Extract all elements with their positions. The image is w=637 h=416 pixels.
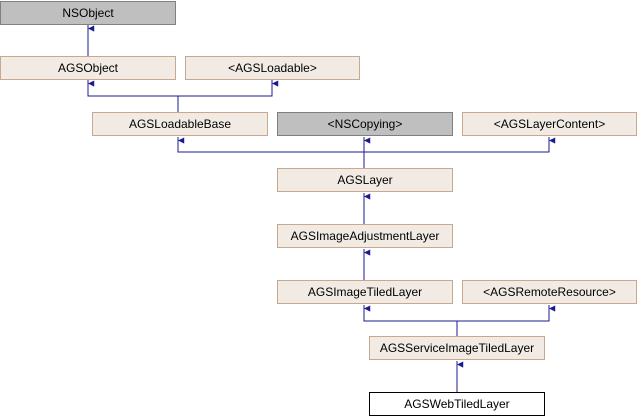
node-agsloadablebase[interactable]: AGSLoadableBase [92,112,268,136]
node-agsserviceimagetiledlayer[interactable]: AGSServiceImageTiledLayer [369,336,545,360]
node-agsimagetiledlayer[interactable]: AGSImageTiledLayer [277,280,453,304]
node-nsobject[interactable]: NSObject [0,1,176,25]
node-agslayercontent[interactable]: <AGSLayerContent> [462,112,637,136]
node-agsremoteresource[interactable]: <AGSRemoteResource> [462,280,637,304]
edge-agslayer-loadablebase [177,137,365,168]
edge-loadablebase-fork [87,80,179,113]
node-agswebtiledlayer[interactable]: AGSWebTiledLayer [369,392,545,416]
node-agsimageadjustmentlayer[interactable]: AGSImageAdjustmentLayer [277,224,453,248]
node-nscopying[interactable]: <NSCopying> [277,112,453,136]
edge-serviceimagetiled-imagetiled [363,305,458,336]
node-agsloadable[interactable]: <AGSLoadable> [185,56,360,80]
edge-loadablebase-agsloadable [178,80,279,97]
edge-agslayer-layercontent [364,137,556,153]
node-agsobject[interactable]: AGSObject [0,56,176,80]
node-agslayer[interactable]: AGSLayer [277,168,453,192]
edge-serviceimagetiled-remoteresource [457,305,556,322]
